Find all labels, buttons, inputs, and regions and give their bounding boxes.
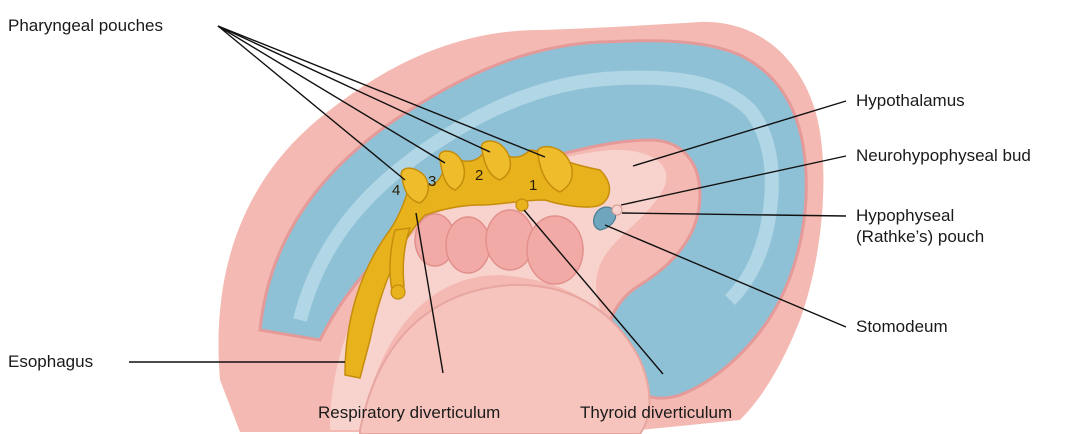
label-stomodeum: Stomodeum [856,317,948,337]
label-esophagus: Esophagus [8,352,93,372]
label-hypophyseal: Hypophyseal [856,206,954,226]
label-pharyngeal-pouches: Pharyngeal pouches [8,16,163,36]
pouch-number-4: 4 [392,182,400,199]
label-hypothalamus: Hypothalamus [856,91,965,111]
pouch-number-3: 3 [428,173,436,190]
neurohypophyseal-bud-shape [612,205,622,215]
label-neurohypophyseal-bud: Neurohypophyseal bud [856,146,1031,166]
label-rathkes-pouch: (Rathke’s) pouch [856,227,984,247]
label-respiratory-diverticulum: Respiratory diverticulum [318,403,500,423]
pouch-number-2: 2 [475,167,483,184]
pouch-number-1: 1 [529,177,537,194]
label-thyroid-diverticulum: Thyroid diverticulum [580,403,732,423]
thyroid-diverticulum-bud [516,199,528,211]
respiratory-diverticulum-bud [391,285,405,299]
